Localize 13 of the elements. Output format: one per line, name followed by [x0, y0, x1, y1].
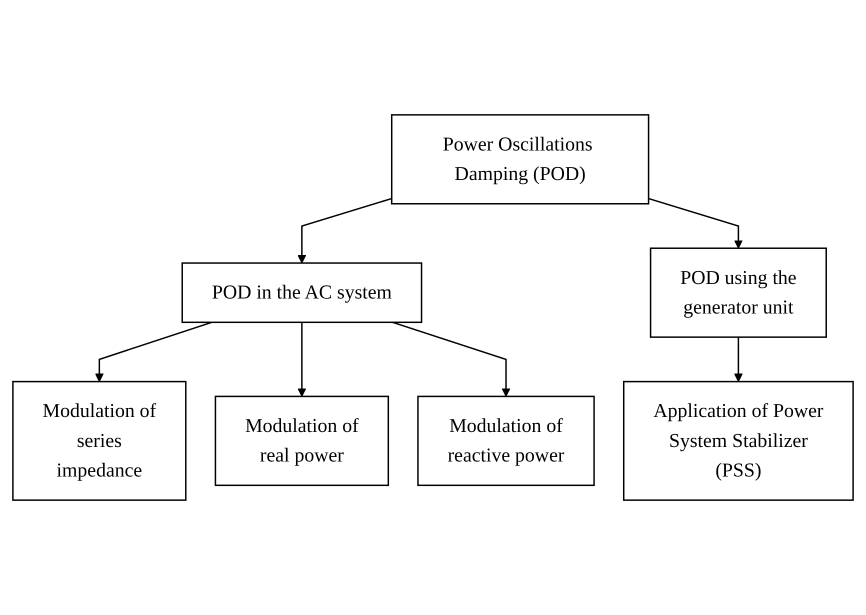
node-box: Modulation of series impedance: [12, 380, 187, 501]
node-box: POD in the AC system: [181, 262, 422, 324]
arrow: [298, 322, 306, 397]
arrow: [648, 198, 743, 249]
arrow: [734, 337, 743, 382]
arrow: [298, 198, 392, 264]
node-box: Application of Power System Stabilizer (PSS): [622, 380, 854, 501]
node-box: Modulation of real power: [214, 396, 390, 486]
node-box: POD using the generator unit: [650, 247, 827, 338]
node-box: Modulation of reactive power: [417, 396, 595, 486]
arrow: [95, 322, 212, 382]
arrow: [392, 322, 510, 397]
node-box: Power Oscillations Damping (POD): [390, 114, 650, 204]
